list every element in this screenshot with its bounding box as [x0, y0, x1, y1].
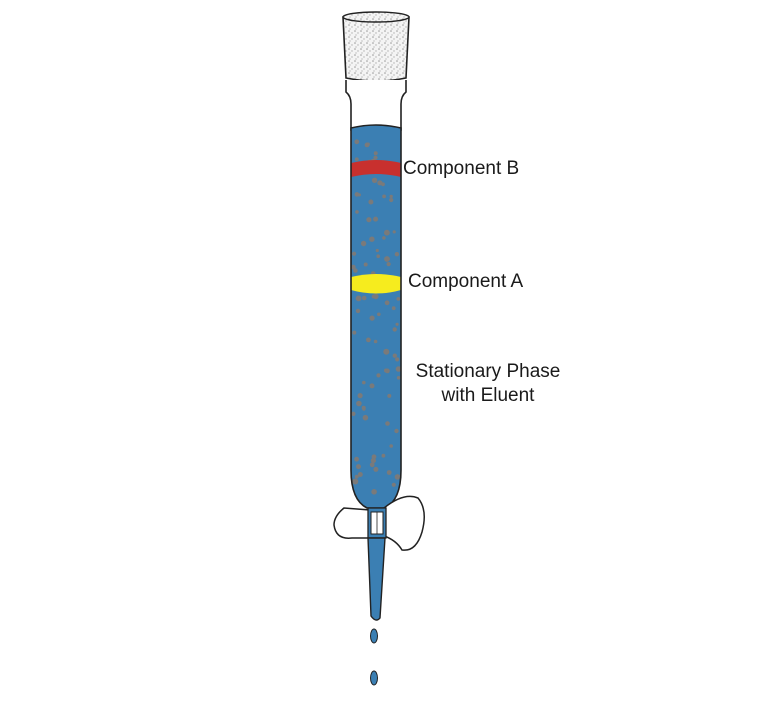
particle [377, 180, 383, 186]
particle [351, 411, 356, 416]
eluent-fill [351, 125, 401, 508]
particle [386, 262, 391, 267]
particle [366, 217, 372, 223]
particle [373, 151, 378, 156]
stationary-phase-label-line2: with Eluent [441, 385, 535, 406]
particle [356, 464, 361, 470]
particle [363, 262, 368, 267]
particle [351, 264, 356, 270]
particle [389, 444, 394, 448]
particle [387, 393, 392, 398]
particle [386, 470, 392, 475]
particle [395, 366, 401, 372]
particle [395, 357, 400, 362]
particle [369, 383, 375, 389]
particle [355, 295, 362, 302]
particle [370, 457, 376, 464]
particle [366, 142, 370, 146]
outlet-tip [367, 537, 386, 621]
particle [356, 400, 362, 407]
particle [383, 348, 390, 355]
drop [370, 628, 378, 644]
particle [384, 368, 388, 373]
particle [389, 197, 394, 203]
column-body [350, 124, 402, 509]
particle [373, 339, 378, 344]
particle [360, 240, 367, 247]
particle [391, 482, 396, 487]
particle [368, 199, 374, 205]
particle [362, 414, 369, 421]
particle [369, 236, 375, 242]
particle [396, 376, 401, 380]
particle [396, 297, 401, 301]
particle [354, 474, 359, 479]
particle [384, 300, 390, 306]
particle [394, 428, 399, 434]
particle [375, 248, 379, 253]
particle [394, 252, 400, 257]
stopcock [333, 495, 425, 551]
component-b-band [351, 160, 401, 177]
particle [376, 373, 381, 378]
drop [370, 670, 378, 686]
particle [355, 308, 361, 314]
particle [384, 229, 390, 236]
particle [354, 456, 359, 462]
particle [369, 462, 375, 468]
particle [391, 306, 396, 311]
particle [377, 312, 381, 317]
particle [382, 194, 386, 199]
stationary-phase-label: Stationary Phase with Eluent [408, 360, 568, 408]
particle [357, 472, 363, 477]
particle [352, 330, 357, 335]
particle [373, 155, 378, 160]
component-a-label: Component A [408, 271, 524, 292]
particle [392, 353, 397, 358]
particle [355, 210, 359, 214]
particle [373, 216, 379, 222]
particle [354, 192, 360, 197]
particle [354, 139, 360, 145]
particle [381, 453, 386, 458]
particle [361, 295, 367, 301]
particle [361, 405, 366, 410]
particle [354, 157, 359, 162]
particle [353, 268, 358, 273]
particle [395, 322, 399, 326]
particle [371, 489, 377, 495]
particle [371, 177, 378, 183]
particle [385, 421, 390, 426]
particle [371, 294, 376, 299]
component-a-band [351, 274, 401, 294]
particle [392, 327, 397, 332]
particle [362, 380, 366, 385]
particle [357, 393, 363, 399]
eluent-drops [370, 628, 378, 686]
particle [352, 251, 357, 256]
particle [369, 315, 375, 321]
component-b-label: Component B [403, 158, 520, 179]
particle [373, 466, 379, 472]
particle [389, 194, 393, 199]
particle [382, 236, 386, 240]
particle [384, 256, 390, 262]
particle [352, 478, 359, 485]
particle [394, 474, 401, 480]
particle [376, 254, 381, 258]
column-stopper [342, 11, 410, 82]
column-glass-neck [345, 80, 407, 131]
stationary-phase-label-line1: Stationary Phase [415, 361, 561, 382]
particle [366, 337, 371, 343]
particle [392, 230, 396, 234]
